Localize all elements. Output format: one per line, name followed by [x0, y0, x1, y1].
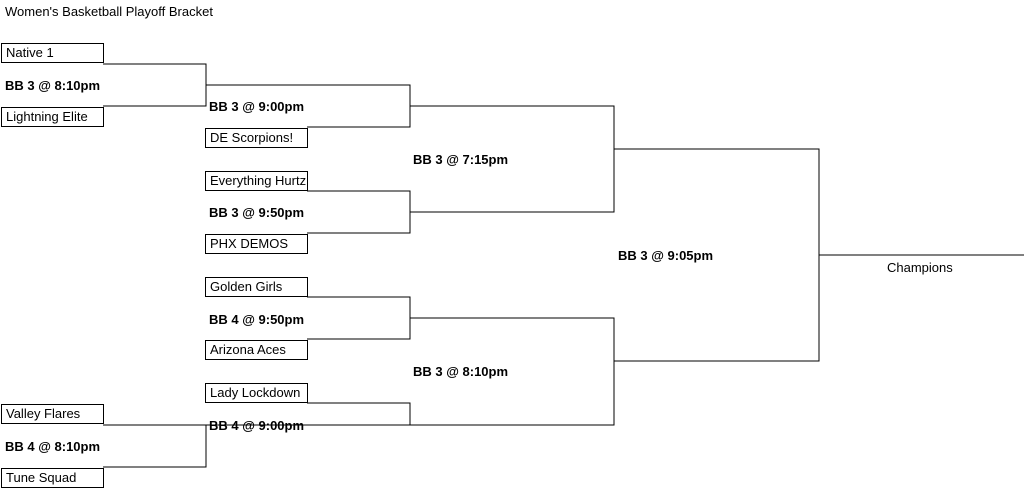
team-box: Valley Flares — [1, 404, 104, 424]
team-box: Golden Girls — [205, 277, 308, 297]
bracket-connector — [307, 190, 411, 234]
game-label: BB 4 @ 9:50pm — [209, 312, 305, 327]
game-label: BB 4 @ 8:10pm — [5, 439, 101, 454]
team-box: Arizona Aces — [205, 340, 308, 360]
team-box: Tune Squad — [1, 468, 104, 488]
bracket-connector — [307, 296, 411, 340]
game-label: BB 3 @ 9:50pm — [209, 205, 305, 220]
bracket-connector — [410, 105, 615, 213]
team-box: Native 1 — [1, 43, 104, 63]
game-label: BB 3 @ 7:15pm — [413, 152, 509, 167]
game-label: BB 3 @ 8:10pm — [5, 78, 101, 93]
champions-label: Champions — [887, 260, 953, 275]
bracket-connector — [206, 402, 411, 426]
team-box: Lady Lockdown — [205, 383, 308, 403]
bracket-title: Women's Basketball Playoff Bracket — [5, 4, 213, 19]
bracket-connector — [103, 63, 207, 107]
bracket-connector — [410, 317, 615, 426]
team-box: Lightning Elite — [1, 107, 104, 127]
team-box: DE Scorpions! — [205, 128, 308, 148]
game-label: BB 3 @ 9:00pm — [209, 99, 305, 114]
final-game-label: BB 3 @ 9:05pm — [618, 248, 714, 263]
team-box: PHX DEMOS — [205, 234, 308, 254]
bracket-connector — [103, 424, 207, 468]
game-label: BB 3 @ 8:10pm — [413, 364, 509, 379]
game-label: BB 4 @ 9:00pm — [209, 418, 305, 433]
team-box: Everything Hurtz — [205, 171, 308, 191]
